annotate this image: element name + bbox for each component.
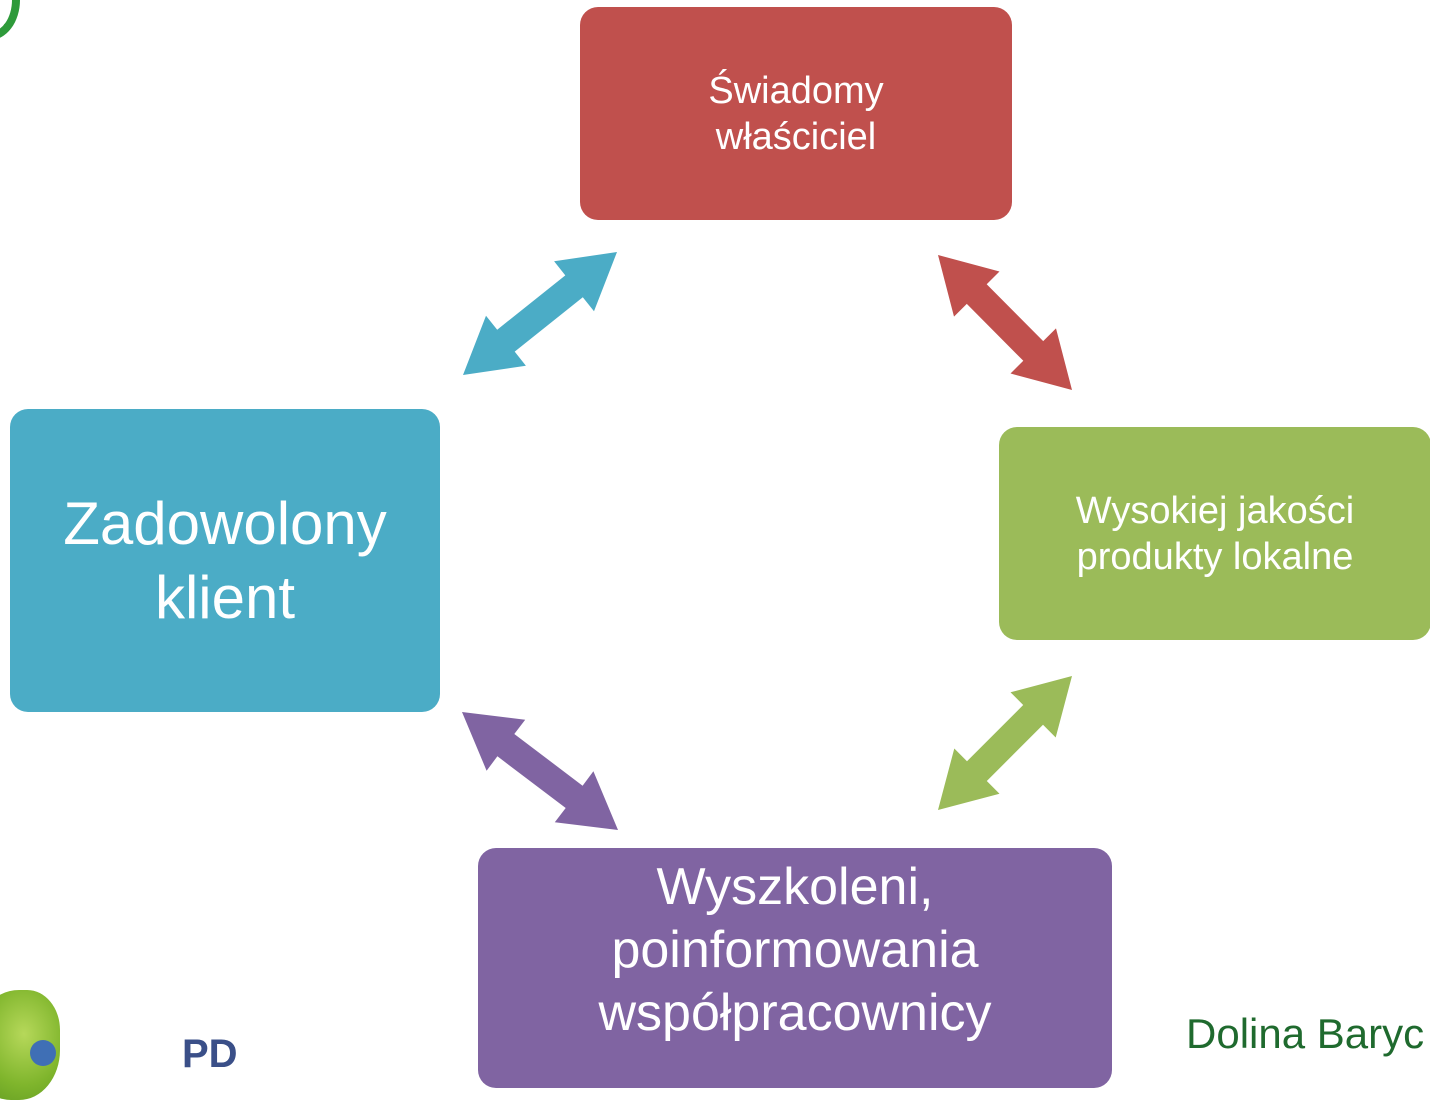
node-satisfied-client-line-2: klient (154, 563, 296, 631)
arrow-bottom-left (462, 712, 618, 830)
node-aware-owner-line-1: Świadomy (708, 69, 884, 112)
arrow-top-right (938, 255, 1072, 390)
node-quality-local-products-line-2: produkty lokalne (1076, 535, 1354, 578)
node-aware-owner-line-2: właściciel (715, 115, 877, 158)
node-trained-coworkers-line-3: współpracownicy (598, 984, 992, 1042)
node-trained-coworkers-line-2: poinformowania (611, 921, 979, 979)
arrow-left-top (463, 252, 617, 375)
arrow-right-bottom (938, 676, 1072, 810)
bottom-right-logo-text: Dolina Baryc (1186, 1010, 1425, 1057)
node-quality-local-products: Wysokiej jakości produkty lokalne (999, 427, 1430, 640)
node-aware-owner: Świadomy właściciel (580, 7, 1012, 220)
node-satisfied-client: Zadowolony klient (10, 409, 440, 712)
connector-arrows (462, 252, 1072, 830)
node-trained-coworkers: Wyszkoleni, poinformowania współpracowni… (478, 848, 1112, 1088)
node-quality-local-products-line-1: Wysokiej jakości (1075, 489, 1355, 532)
node-trained-coworkers-line-1: Wyszkoleni, (656, 858, 934, 916)
corner-dot-logo (30, 1040, 56, 1066)
node-satisfied-client-line-1: Zadowolony (63, 489, 387, 557)
